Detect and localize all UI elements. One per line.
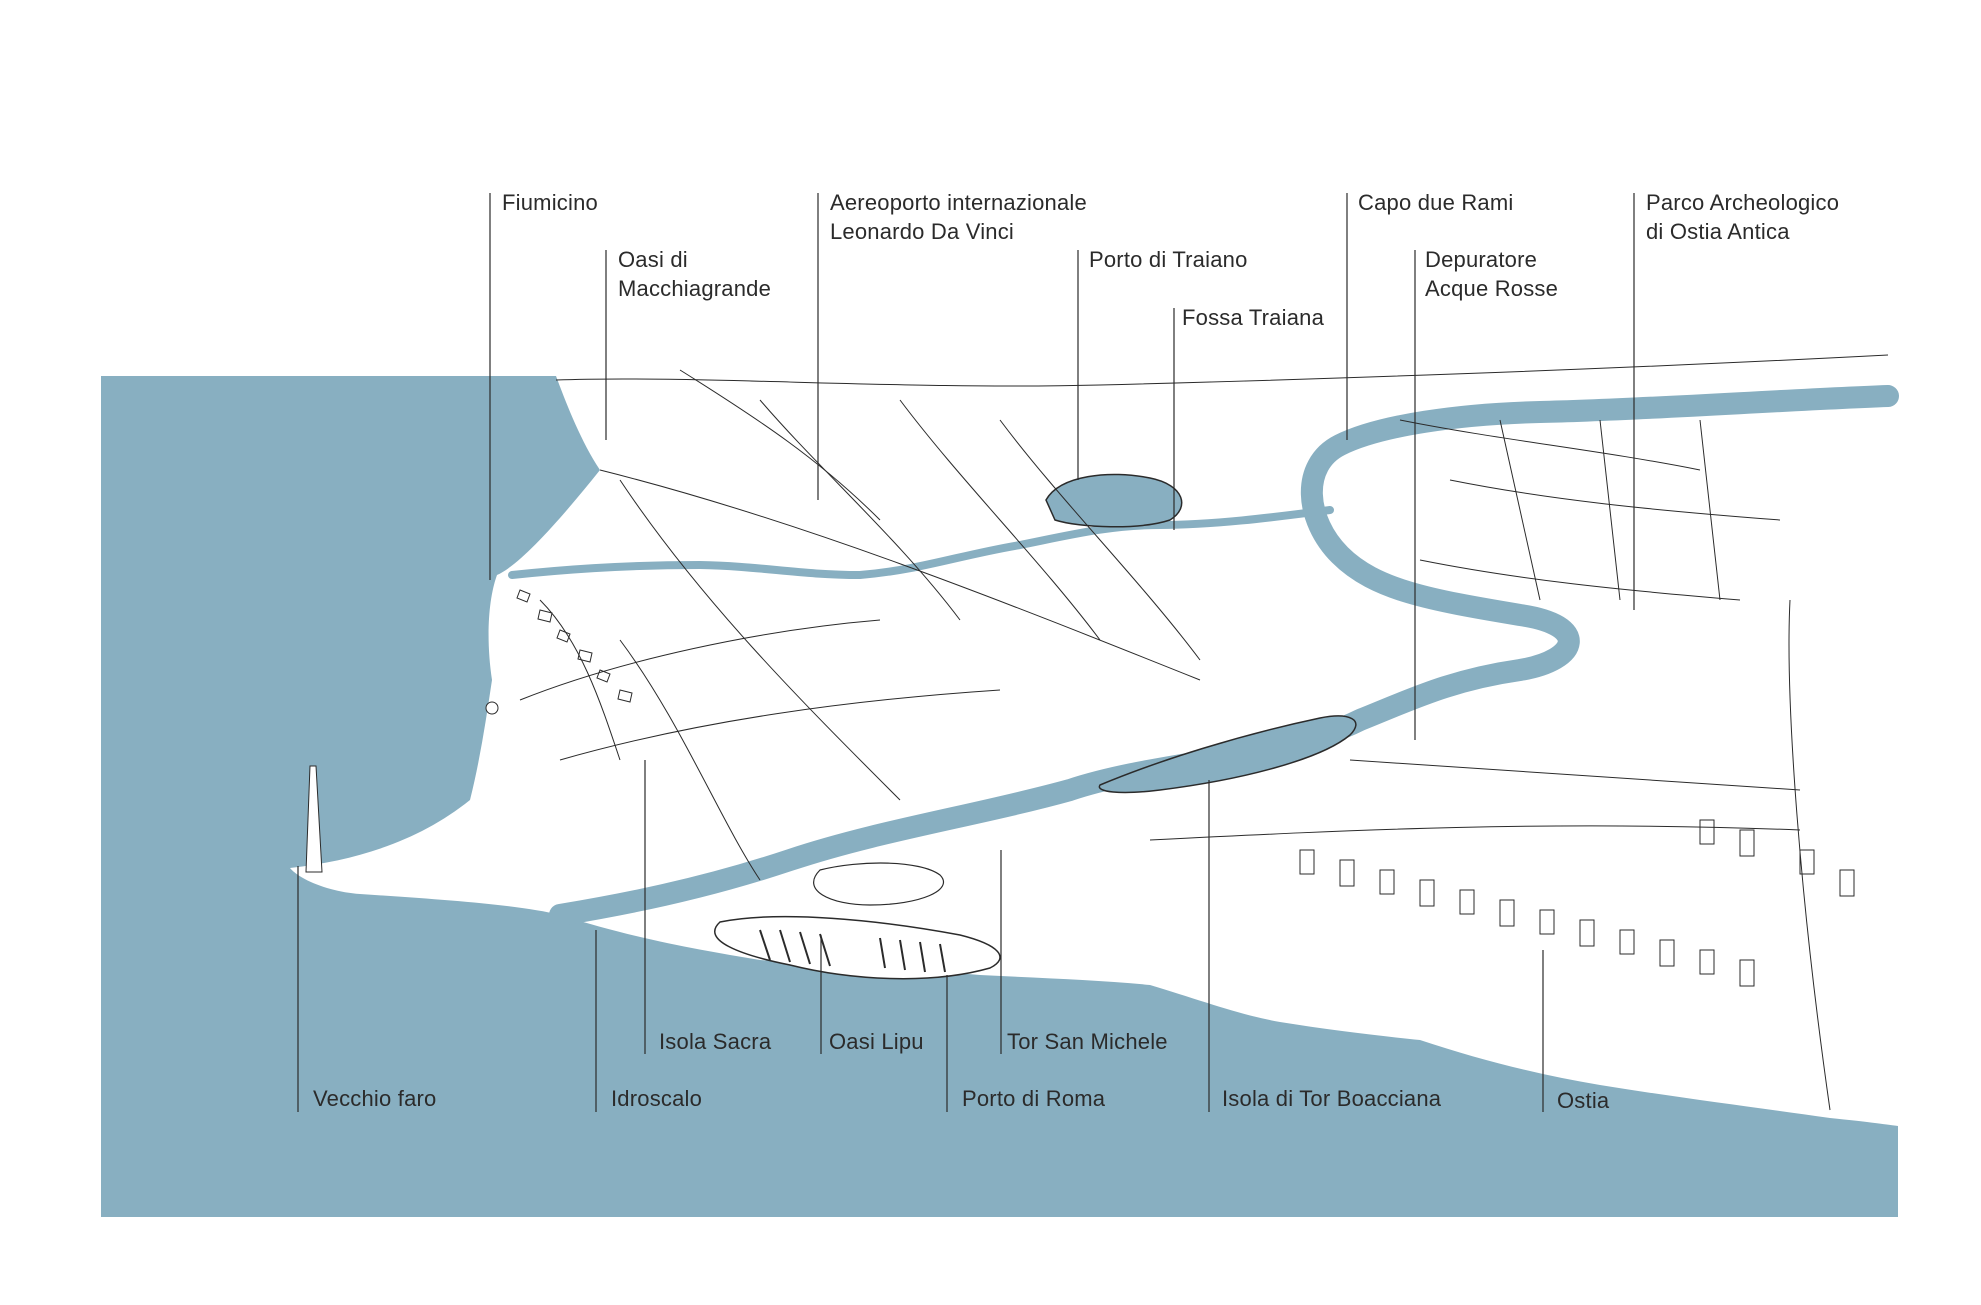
porto-traiano-basin <box>1045 473 1183 528</box>
label-porto-roma: Porto di Roma <box>962 1086 1106 1111</box>
label-ostia: Ostia <box>1557 1088 1610 1113</box>
label-parco-archeologico: Parco Archeologico di Ostia Antica <box>1646 190 1840 244</box>
vecchio-faro-jetty <box>305 765 323 873</box>
marina-piers <box>759 929 946 973</box>
tiber-river <box>549 385 1899 926</box>
label-fossa-traiana: Fossa Traiana <box>1182 305 1325 330</box>
label-vecchio-faro: Vecchio faro <box>313 1086 437 1111</box>
fossa-traiana <box>508 506 1334 580</box>
label-porto-traiano: Porto di Traiano <box>1089 247 1248 272</box>
oasi-lipu-lagoon <box>813 862 945 906</box>
label-oasi-macchiagrande: Oasi di Macchiagrande <box>618 247 772 301</box>
label-capo-due-rami: Capo due Rami <box>1358 190 1514 215</box>
label-depuratore: Depuratore Acque Rosse <box>1425 247 1559 301</box>
tor-boacciana-island <box>1098 715 1357 794</box>
label-idroscalo: Idroscalo <box>611 1086 703 1111</box>
label-isola-tor-boacciana: Isola di Tor Boacciana <box>1222 1086 1442 1111</box>
leader-lines <box>297 193 1635 1112</box>
vecchio-faro-dot <box>485 701 499 715</box>
sea <box>101 376 1898 1217</box>
porto-roma-marina <box>714 915 1001 980</box>
label-oasi-lipu: Oasi Lipu <box>829 1029 924 1054</box>
label-tor-san-michele: Tor San Michele <box>1007 1029 1168 1054</box>
label-fiumicino: Fiumicino <box>502 190 598 215</box>
urban-blocks <box>516 589 1855 987</box>
label-isola-sacra: Isola Sacra <box>659 1029 772 1054</box>
label-aeroporto: Aereoporto internazionale Leonardo Da Vi… <box>830 190 1087 244</box>
